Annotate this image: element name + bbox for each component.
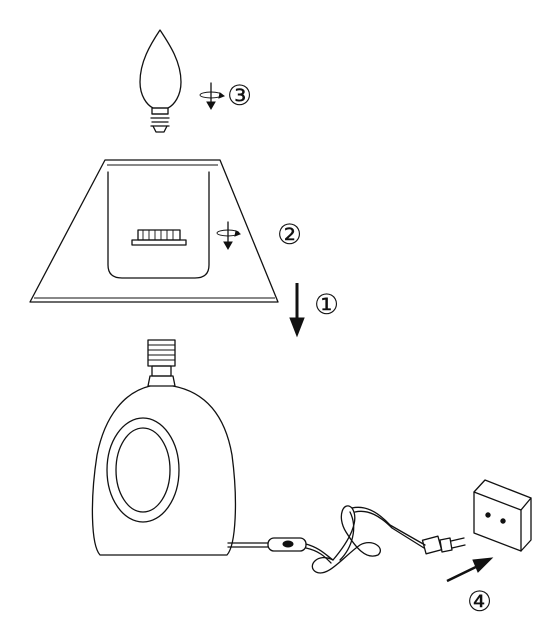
rotate-arrow-icon — [199, 82, 226, 111]
right-up-arrow-icon — [446, 557, 494, 583]
step-2-label: ② — [277, 218, 302, 251]
down-arrow-icon — [289, 283, 305, 338]
power-plug-icon — [227, 505, 466, 574]
light-bulb-icon — [139, 29, 182, 133]
lamp-base-icon — [91, 339, 237, 556]
rotate-arrow-icon — [216, 221, 242, 251]
wall-socket-icon — [473, 479, 532, 552]
lamp-shade-icon — [29, 159, 279, 303]
step-4-label: ④ — [467, 585, 492, 618]
step-3-label: ③ — [227, 79, 252, 112]
step-1-label: ① — [314, 288, 339, 321]
